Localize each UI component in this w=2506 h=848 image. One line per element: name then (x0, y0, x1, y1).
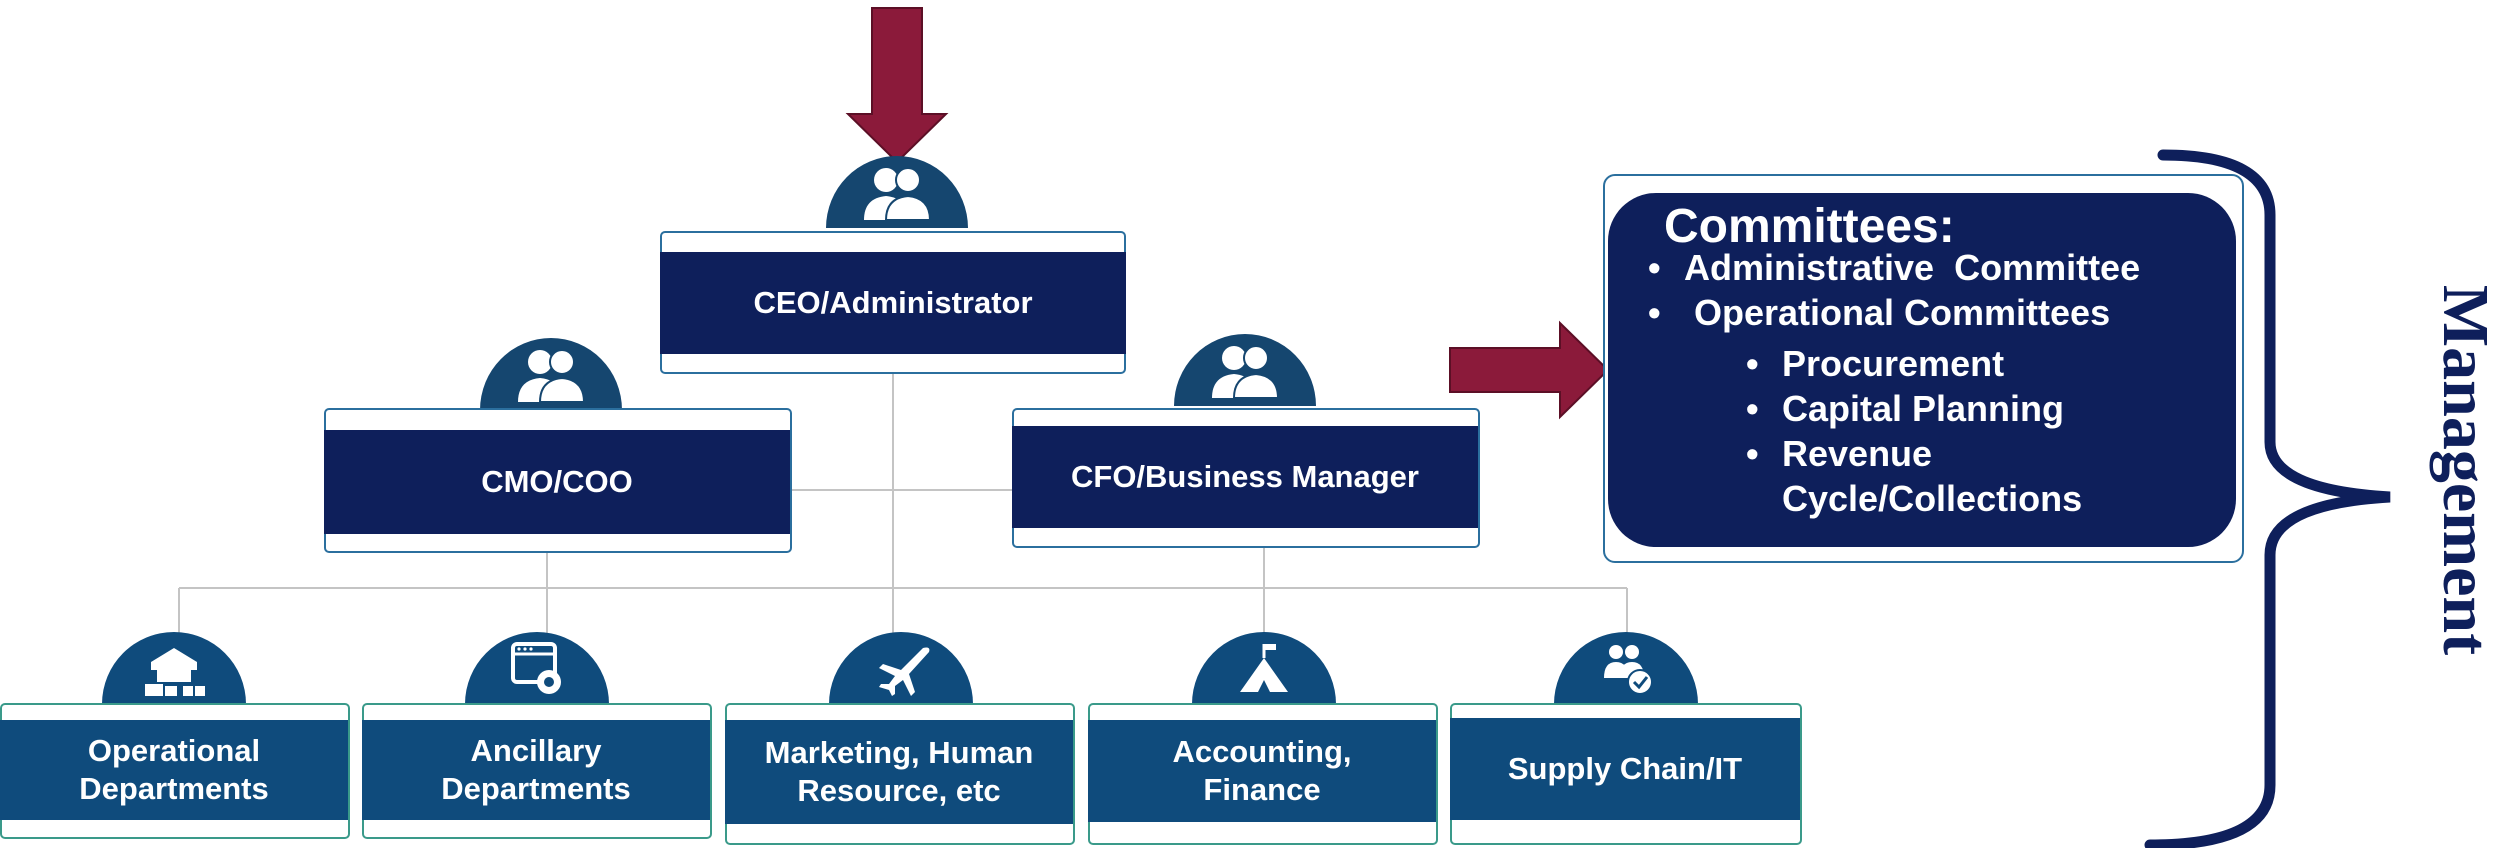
dept-1-label: Operational Departments (0, 720, 348, 820)
committees-list: Administrative Committee Operational Com… (1648, 245, 2140, 335)
cmo-label: CMO/COO (324, 430, 790, 534)
dept-5-label: Supply Chain/IT (1450, 718, 1800, 820)
sub-committee-item: Procurement (1746, 341, 2106, 386)
group-check-icon (1604, 645, 1653, 695)
right-arrow (1449, 320, 1610, 420)
settings-window-icon (511, 642, 561, 694)
building-icon (145, 648, 205, 696)
airplane-icon (879, 647, 930, 696)
people-icon (1212, 345, 1280, 399)
people-icon (864, 167, 932, 221)
top-arrow (845, 7, 949, 164)
sub-committee-item: Revenue Cycle/Collections (1746, 431, 2106, 521)
dept-4-label: Accounting, Finance (1088, 720, 1436, 822)
ceo-label: CEO/Administrator (660, 252, 1126, 354)
management-label-wrap: Management (2428, 247, 2502, 693)
people-icon (518, 349, 586, 403)
sub-committee-item: Capital Planning (1746, 386, 2106, 431)
management-label: Management (2429, 284, 2503, 656)
dept-2-label: Ancillary Departments (362, 720, 710, 820)
tent-icon (1240, 644, 1288, 692)
committee-item: Operational Committees (1648, 290, 2140, 335)
committees-box: Committees: Administrative Committee Ope… (1608, 193, 2236, 547)
management-brace (2144, 149, 2391, 848)
dept-3-label: Marketing, Human Resource, etc (725, 720, 1073, 824)
operational-committees-sublist: Procurement Capital Planning Revenue Cyc… (1746, 341, 2106, 521)
cfo-label: CFO/Business Manager (1012, 426, 1478, 528)
committee-item: Administrative Committee (1648, 245, 2140, 290)
